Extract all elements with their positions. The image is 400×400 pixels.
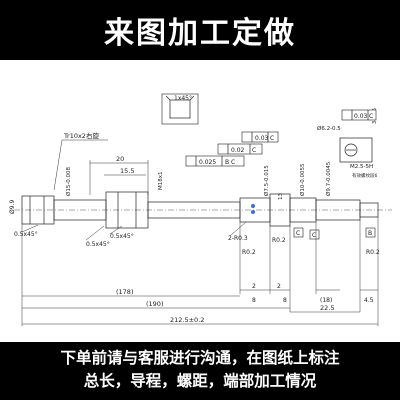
svg-text:0.03: 0.03 bbox=[255, 135, 269, 142]
chamfer-top-label: 1x45° bbox=[174, 95, 192, 102]
svg-text:Ø9.9: Ø9.9 bbox=[9, 200, 16, 214]
drawing-canvas: 1x45° M2.5-5H 有效螺纹段6 Ø6.2-0.5 3-0.05 0.0… bbox=[9, 93, 392, 326]
svg-text:20: 20 bbox=[116, 155, 124, 163]
svg-text:B: B bbox=[368, 230, 372, 237]
footer-line-2: 总长，导程，螺距，端部加工情况 bbox=[83, 372, 317, 390]
svg-text:8: 8 bbox=[252, 297, 256, 304]
highlight-mark-2 bbox=[251, 210, 255, 214]
thread-note-leader: Tr10x2右旋 bbox=[53, 131, 108, 191]
svg-text:0.5x45°: 0.5x45° bbox=[86, 241, 110, 248]
tolerance-frame-2: 0.02 C bbox=[217, 143, 263, 155]
svg-text:212.5±0.2: 212.5±0.2 bbox=[170, 316, 204, 324]
title-banner: 来图加工定做 bbox=[0, 0, 400, 60]
thread-note: Tr10x2右旋 bbox=[63, 131, 99, 140]
length-dimensions: (178) (190) 22.5 212.5±0.2 bbox=[22, 288, 378, 325]
top-dimensions: 20 15.5 bbox=[89, 155, 149, 195]
svg-text:R0.2: R0.2 bbox=[242, 249, 256, 256]
svg-text:R0.2: R0.2 bbox=[272, 237, 286, 244]
svg-text:0.02: 0.02 bbox=[231, 147, 245, 154]
svg-text:15.5: 15.5 bbox=[120, 167, 134, 175]
footer-note: 下单前请与客服进行沟通，在图纸上标注 总长，导程，螺距，端部加工情况 bbox=[0, 342, 400, 400]
svg-text:2-R0.3: 2-R0.3 bbox=[228, 235, 248, 242]
svg-text:C: C bbox=[270, 135, 274, 142]
svg-text:0.025: 0.025 bbox=[199, 159, 216, 166]
highlight-mark bbox=[251, 204, 255, 208]
tolerance-frame-1: 0.03 C bbox=[241, 131, 279, 143]
svg-text:B C: B C bbox=[225, 159, 235, 166]
svg-text:0.5x45°: 0.5x45° bbox=[14, 231, 38, 238]
m2-5-label: M2.5-5H bbox=[350, 164, 373, 170]
svg-text:Ø7.5-0.015: Ø7.5-0.015 bbox=[263, 165, 270, 196]
svg-text:2: 2 bbox=[277, 283, 281, 290]
small-dimensions: 2 8 2 8 (18) 4.5 bbox=[240, 283, 378, 304]
svg-text:(190): (190) bbox=[146, 300, 163, 308]
svg-text:(178): (178) bbox=[116, 288, 133, 296]
svg-text:13: 13 bbox=[278, 193, 284, 200]
svg-text:Ø9.7-0.0045: Ø9.7-0.0045 bbox=[325, 161, 332, 196]
svg-text:C: C bbox=[252, 147, 256, 154]
svg-text:C: C bbox=[369, 113, 373, 120]
chamfer-detail-inset: 1x45° bbox=[161, 93, 199, 125]
shaft-outline bbox=[14, 191, 392, 229]
svg-text:C: C bbox=[296, 230, 300, 237]
tolerance-frame-3: 0.025 B C bbox=[185, 155, 245, 167]
svg-text:22.5: 22.5 bbox=[320, 304, 334, 312]
footer-line-1: 下单前请与客服进行沟通，在图纸上标注 bbox=[60, 349, 340, 367]
svg-text:Ø10-0.0055: Ø10-0.0055 bbox=[299, 163, 306, 196]
svg-text:0.03: 0.03 bbox=[354, 113, 368, 120]
svg-text:M18x1: M18x1 bbox=[158, 172, 164, 191]
technical-drawing: 1x45° M2.5-5H 有效螺纹段6 Ø6.2-0.5 3-0.05 0.0… bbox=[0, 60, 400, 342]
svg-text:C: C bbox=[312, 232, 316, 239]
tolerance-frame-4: 0.03 C bbox=[341, 109, 377, 121]
effective-thread-note: 有效螺纹段6 bbox=[352, 172, 377, 179]
banner-title: 来图加工定做 bbox=[104, 16, 296, 51]
svg-text:Ø15-0.008: Ø15-0.008 bbox=[65, 166, 72, 196]
svg-text:8: 8 bbox=[283, 297, 287, 304]
phi6-2-label: Ø6.2-0.5 bbox=[317, 125, 341, 132]
svg-text:(18): (18) bbox=[320, 297, 332, 304]
svg-text:4.5: 4.5 bbox=[364, 297, 374, 304]
svg-text:0.5x45°: 0.5x45° bbox=[110, 233, 134, 240]
svg-text:2: 2 bbox=[252, 283, 256, 290]
svg-text:R0.2: R0.2 bbox=[366, 249, 380, 256]
